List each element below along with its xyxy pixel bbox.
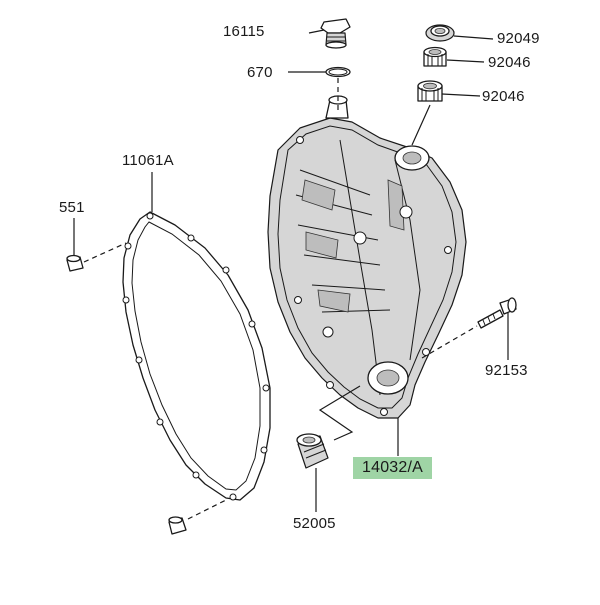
part-number-14032a-highlighted: 14032/A [353,457,433,479]
bolt-92153 [477,297,517,329]
part-number-92153: 92153 [485,362,528,379]
part-number-92046-upper: 92046 [488,54,531,71]
part-number-16115: 16115 [223,23,265,40]
leader-lines [73,29,509,520]
dowel-pin-551-top [66,254,84,272]
part-number-11061a: 11061A [122,152,174,169]
part-number-92046-lower: 92046 [482,88,525,105]
part-number-551: 551 [59,199,85,216]
part-number-52005: 52005 [293,515,336,532]
part-number-670: 670 [247,64,273,81]
part-number-92049: 92049 [497,30,540,47]
gasket-11061a [122,211,271,501]
o-ring-670 [325,66,351,78]
needle-bearing-92046-lower [417,80,443,102]
oil-seal-92049 [425,24,455,42]
oil-filler-cap-16115 [320,18,351,49]
clutch-cover-14032a [267,95,467,419]
dowel-pin-551-bottom [168,516,187,535]
needle-bearing-92046-upper [423,46,447,67]
oil-seal-52005 [296,433,329,469]
